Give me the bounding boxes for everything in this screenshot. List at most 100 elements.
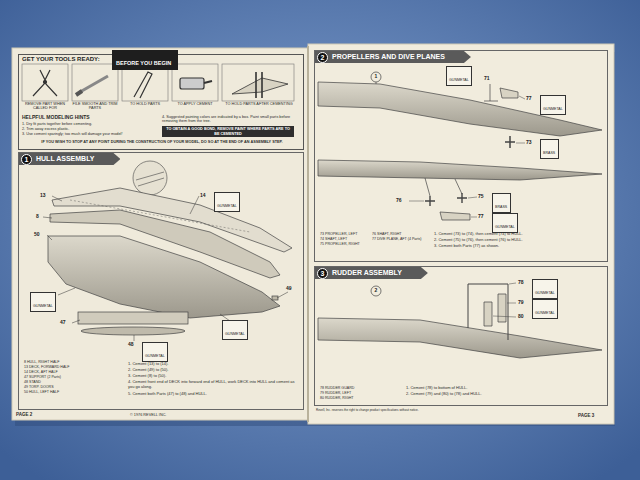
deck-inset: [133, 161, 167, 195]
leader-lines: [47, 235, 52, 240]
paint-tag: GUNMETAL: [446, 66, 472, 86]
paint-color-label: GUNMETAL: [543, 107, 563, 112]
callout-number: 80: [518, 314, 530, 320]
hull-parts-drawing: [81, 327, 185, 335]
section-tab: BEFORE YOU BEGIN: [112, 50, 178, 70]
parts-list-item: 50 HULL, LEFT HALF: [24, 390, 124, 394]
paint-color-label: GUNMETAL: [535, 291, 555, 296]
hull-parts-drawing: [48, 236, 280, 318]
parts-list-item: 73 PROPELLER, LEFT: [320, 232, 372, 236]
tool-icons: [76, 91, 82, 95]
leader-lines: [134, 335, 135, 341]
parts-list-item: 48 STAND: [24, 380, 124, 384]
instruction-step: 1. Cement (73) to (74), then cement (74)…: [434, 232, 604, 237]
notice-band: TO OBTAIN A GOOD BOND, REMOVE PAINT WHER…: [162, 126, 294, 137]
hull-parts-drawing: [50, 210, 280, 278]
parts-list-item: 49 TORP. DOORS: [24, 385, 124, 389]
tool-icons: [256, 72, 262, 98]
step-title: PROPELLERS AND DIVE PLANES: [315, 51, 471, 63]
tab-label: BEFORE YOU BEGIN: [116, 60, 171, 67]
tool-caption: TO HOLD PARTS: [124, 102, 166, 106]
callout-number: 1: [371, 74, 381, 80]
stern-top-view: [516, 96, 525, 143]
stern-top-view: [371, 72, 381, 82]
tool-icons: [204, 81, 212, 83]
parts-list-item: 14 DECK, AFT HALF: [24, 370, 124, 374]
leader-lines: [43, 196, 288, 341]
callout-number: 71: [484, 76, 496, 82]
tool-icons: [134, 72, 152, 98]
tool-icons: [180, 78, 204, 89]
paint-color-label: GUNMETAL: [535, 311, 555, 316]
hull-parts-drawing: [48, 188, 292, 335]
rudder-drawing: [318, 318, 602, 358]
rudder-drawing: [493, 283, 516, 317]
rudder-drawing: [371, 286, 381, 296]
tool-caption: TO APPLY CEMENT: [172, 102, 218, 106]
instruction-step: 1. Cement (78) to bottom of HULL.: [406, 386, 602, 391]
callout-number: 47: [60, 320, 72, 326]
paint-color-label: GUNMETAL: [145, 354, 165, 359]
hints-heading: HELPFUL MODELING HINTS: [22, 115, 142, 121]
parts-list-item: 75 PROPELLER, RIGHT: [320, 242, 372, 246]
page-number: PAGE 3: [578, 413, 610, 418]
paint-color-label: BRASS: [495, 205, 507, 210]
stern-side-view: [425, 178, 462, 196]
tool-caption: TO HOLD PARTS AFTER CEMENTING: [224, 102, 294, 106]
paint-tag: GUNMETAL: [142, 342, 168, 362]
tool-icons: [44, 81, 47, 84]
tool-caption: REMOVE PART WHEN CALLED FOR: [22, 102, 68, 111]
hull-parts-drawing: [52, 188, 292, 252]
tool-icons: [80, 76, 108, 92]
parts-list-item: 8 HULL, RIGHT HALF: [24, 360, 124, 364]
page-right: [307, 46, 309, 422]
parts-list-item: 74 SHAFT, LEFT: [320, 237, 372, 241]
stern-top-view: [318, 82, 602, 136]
step-title: RUDDER ASSEMBLY: [315, 267, 428, 279]
stern-side-view: [409, 197, 477, 217]
instruction-step: 1. Cement (13) to (14).: [128, 362, 300, 367]
callout-number: 8: [36, 214, 48, 220]
tool-icons: [33, 70, 288, 98]
instruction-step: 3. Cement both Parts (77) as shown.: [434, 244, 604, 249]
paint-tag: GUNMETAL: [214, 192, 240, 212]
paint-tag: GUNMETAL: [492, 213, 518, 233]
leader-lines: [72, 320, 80, 323]
fine-print: Revell, Inc. reserves the right to chang…: [316, 409, 566, 412]
step-number: 3: [317, 268, 328, 279]
paint-color-label: GUNMETAL: [225, 332, 245, 337]
hull-parts-drawing: [78, 312, 188, 324]
paint-color-label: GUNMETAL: [33, 304, 53, 309]
callout-number: 78: [518, 280, 530, 286]
parts-list-item: 80 RUDDER, RIGHT: [320, 396, 400, 400]
stern-top-view: [505, 136, 515, 148]
page-right: [308, 44, 614, 424]
parts-list-item: 79 RUDDER, LEFT: [320, 391, 400, 395]
parts-list-item: 76 SHAFT, RIGHT: [372, 232, 432, 236]
callout-number: 48: [128, 342, 140, 348]
rudder-drawing: [318, 283, 602, 358]
tool-frames: [222, 64, 294, 101]
rudder-drawing: [484, 302, 492, 326]
callout-number: 76: [396, 198, 408, 204]
paint-color-label: GUNMETAL: [217, 204, 237, 209]
deck-inset: [136, 172, 164, 186]
notice-text: TO OBTAIN A GOOD BOND, REMOVE PAINT WHER…: [165, 127, 291, 136]
page-left: [12, 48, 308, 420]
page-left: [12, 48, 308, 420]
step-panel: 2PROPELLERS AND DIVE PLANESGUNMETALGUNME…: [314, 50, 608, 262]
instruction-step: 2. Cement (79) and (80) to (78) and HULL…: [406, 392, 602, 397]
stern-top-view: [500, 88, 518, 98]
step-panel: 3RUDDER ASSEMBLY GUNMETAL GUNMETAL: [314, 266, 608, 406]
callout-number: 49: [286, 286, 298, 292]
callout-number: 2: [371, 288, 381, 294]
callout-number: 75: [478, 194, 490, 200]
stern-top-view: [484, 84, 498, 101]
paint-tag: BRASS: [492, 193, 511, 213]
tool-frames: [22, 64, 68, 101]
leader-lines: [43, 217, 52, 218]
tool-icons: [33, 70, 57, 96]
paint-tag: GUNMETAL: [532, 279, 558, 299]
